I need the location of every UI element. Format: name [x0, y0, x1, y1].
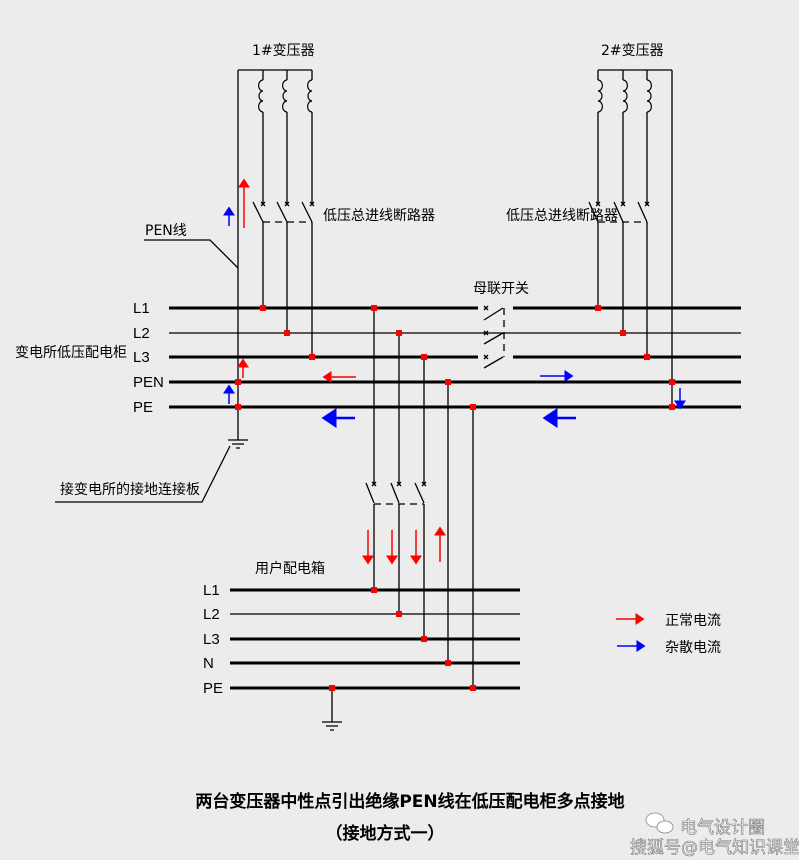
transformer-2: 2#变压器 低压总进线断路器: [506, 43, 673, 407]
pen-line-label: PEN线: [145, 223, 187, 239]
legend-normal-label: 正常电流: [665, 613, 721, 629]
user-bus-label-pe: PE: [203, 680, 223, 697]
ground-icon: [228, 439, 248, 449]
breaker-2: [588, 201, 650, 357]
user-bus-label-n: N: [203, 655, 214, 672]
stray-current-arrows: [223, 206, 686, 428]
diagram-title: 两台变压器中性点引出绝缘PEN线在低压配电柜多点接地: [195, 791, 624, 812]
legend-stray-label: 杂散电流: [665, 640, 721, 656]
bus-coupler-label: 母联开关: [473, 281, 529, 297]
transformer-1-label: 1#变压器: [252, 43, 315, 59]
bus-label-l3: L3: [133, 349, 150, 366]
feeders: [365, 308, 474, 688]
breaker-1: [252, 201, 315, 357]
bus-label-l1: L1: [133, 300, 150, 317]
watermark: 电气设计圈 搜狐号@电气知识课堂: [630, 812, 799, 858]
transformer-1-coils: [258, 79, 313, 113]
normal-current-arrows: [237, 178, 446, 565]
wechat-icon: [645, 812, 674, 834]
watermark-line1: 电气设计圈: [680, 818, 765, 838]
bus-label-pen: PEN: [133, 374, 164, 391]
transformer-2-coils: [597, 79, 652, 113]
junction-dots: [235, 305, 675, 691]
diagram-subtitle: （接地方式一）: [326, 823, 445, 844]
breaker-1-label: 低压总进线断路器: [323, 208, 435, 224]
user-bus-label-l1: L1: [203, 582, 220, 599]
watermark-line2: 搜狐号@电气知识课堂: [630, 838, 799, 858]
bus-label-l2: L2: [133, 325, 150, 342]
transformer-1: 1#变压器 低压总进线断路器: [237, 43, 435, 440]
user-ground-icon: [322, 688, 342, 731]
grounding-plate-label: 接变电所的接地连接板: [60, 481, 200, 498]
bus-label-pe: PE: [133, 399, 153, 416]
substation-bus: 变电所低压配电柜 L1 L2 L3 PEN PE: [15, 300, 741, 416]
transformer-2-label: 2#变压器: [601, 43, 664, 59]
bus-coupler-switch: 母联开关: [473, 281, 529, 369]
user-bus-label-l3: L3: [203, 631, 220, 648]
user-bus-label-l2: L2: [203, 606, 220, 623]
substation-label: 变电所低压配电柜: [15, 345, 127, 361]
user-box-label: 用户配电箱: [255, 560, 325, 577]
pen-line-leader: [144, 239, 239, 269]
grounding-plate-leader: [55, 445, 231, 503]
legend: 正常电流 杂散电流: [616, 613, 721, 656]
breaker-2-label: 低压总进线断路器: [506, 208, 618, 224]
